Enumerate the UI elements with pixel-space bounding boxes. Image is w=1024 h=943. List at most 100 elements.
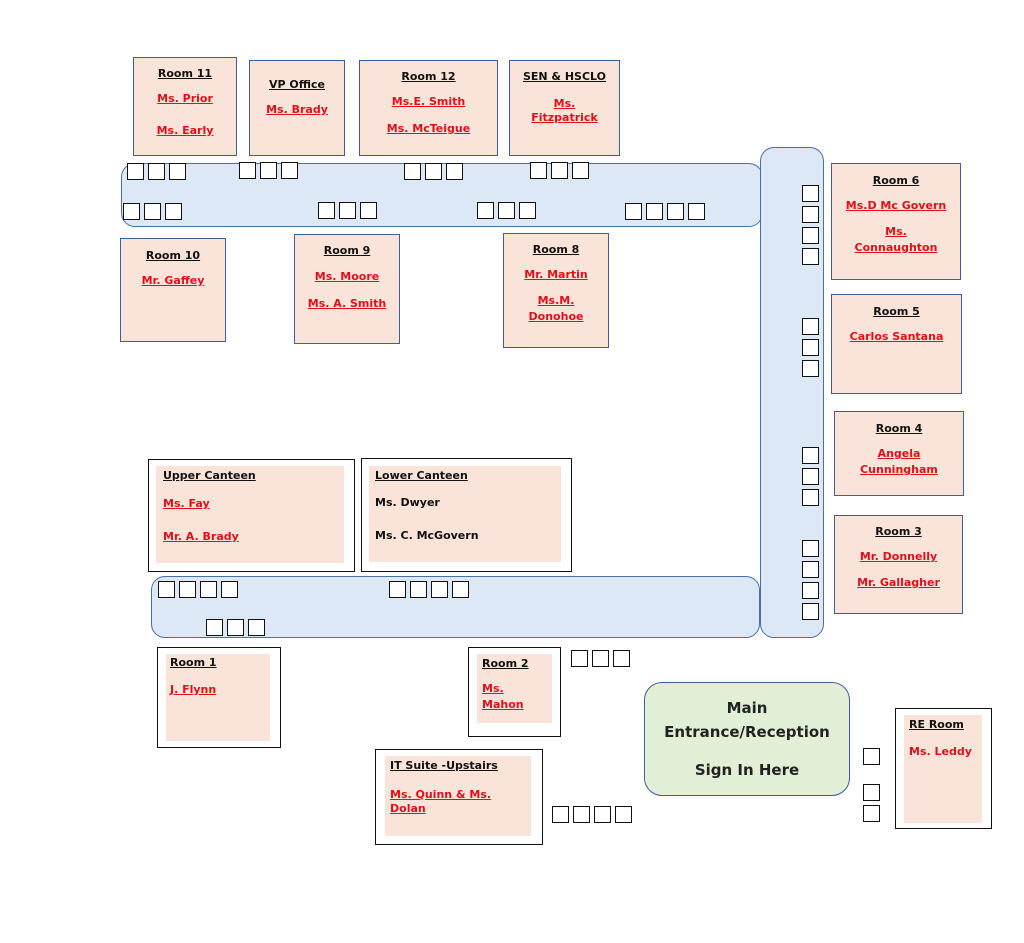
vp-office: VP Office Ms. Brady xyxy=(249,60,345,156)
door-marker xyxy=(646,203,663,220)
room-10: Room 10 Mr. Gaffey xyxy=(120,238,226,342)
reception-line-2: Entrance/Reception xyxy=(664,723,830,741)
teacher-name: Ms. Dwyer xyxy=(375,496,440,509)
room-title: Room 2 xyxy=(482,657,529,670)
door-marker xyxy=(446,163,463,180)
room-title: IT Suite -Upstairs xyxy=(390,759,498,772)
room-11: Room 11 Ms. Prior Ms. Early xyxy=(133,57,237,156)
door-marker xyxy=(802,206,819,223)
door-marker xyxy=(239,162,256,179)
teacher-name: Ms. Brady xyxy=(266,103,328,116)
teacher-name: Mr. A. Brady xyxy=(163,530,239,543)
door-marker xyxy=(625,203,642,220)
room-5: Room 5 Carlos Santana xyxy=(831,294,962,394)
room-title: Upper Canteen xyxy=(163,469,256,482)
door-marker xyxy=(158,581,175,598)
door-marker xyxy=(802,489,819,506)
door-marker xyxy=(200,581,217,598)
door-marker xyxy=(552,806,569,823)
main-reception: Main Entrance/Reception Sign In Here xyxy=(644,682,850,796)
door-marker xyxy=(169,163,186,180)
door-marker xyxy=(802,318,819,335)
teacher-name: Donohoe xyxy=(528,310,584,323)
room-title: SEN & HSCLO xyxy=(522,70,607,83)
teacher-name: Ms.D Mc Govern xyxy=(845,199,947,212)
door-marker xyxy=(281,162,298,179)
door-marker xyxy=(571,650,588,667)
teacher-name: Ms.M. xyxy=(537,294,575,307)
room-6: Room 6 Ms.D Mc Govern Ms. Connaughton xyxy=(831,163,961,280)
door-marker xyxy=(802,603,819,620)
room-9: Room 9 Ms. Moore Ms. A. Smith xyxy=(294,234,400,344)
room-title: Room 3 xyxy=(875,525,922,538)
room-title: Room 5 xyxy=(873,305,920,318)
upper-canteen: Upper Canteen Ms. Fay Mr. A. Brady xyxy=(148,459,355,572)
door-marker xyxy=(248,619,265,636)
teacher-name: Fitzpatrick xyxy=(531,111,598,124)
door-marker xyxy=(802,360,819,377)
room-title: Room 6 xyxy=(872,174,920,187)
room-title: Room 9 xyxy=(323,244,371,257)
reception-line-3: Sign In Here xyxy=(694,761,800,779)
re-room: RE Room Ms. Leddy xyxy=(895,708,992,829)
door-marker xyxy=(688,203,705,220)
teacher-name: Ms. xyxy=(885,225,907,238)
door-marker xyxy=(221,581,238,598)
door-marker xyxy=(530,162,547,179)
door-marker xyxy=(123,203,140,220)
door-marker xyxy=(404,163,421,180)
room-8: Room 8 Mr. Martin Ms.M. Donohoe xyxy=(503,233,609,348)
door-marker xyxy=(802,339,819,356)
it-suite: IT Suite -Upstairs Ms. Quinn & Ms. Dolan xyxy=(375,749,543,845)
teacher-name: Ms. C. McGovern xyxy=(375,529,479,542)
teacher-name: Ms. Leddy xyxy=(909,745,972,758)
door-marker xyxy=(144,203,161,220)
teacher-name: Cunningham xyxy=(860,463,938,476)
door-marker xyxy=(318,202,335,219)
room-2: Room 2 Ms. Mahon xyxy=(468,647,561,737)
door-marker xyxy=(498,202,515,219)
room-title: Room 12 xyxy=(401,70,456,83)
teacher-name: Mr. Gallagher xyxy=(857,576,940,589)
reception-line-1: Main xyxy=(726,699,768,717)
teacher-name: Ms. Quinn & Ms. Dolan xyxy=(390,788,492,815)
room-title: Room 10 xyxy=(145,249,201,262)
door-marker xyxy=(802,447,819,464)
room-12: Room 12 Ms.E. Smith Ms. McTeigue xyxy=(359,60,498,156)
door-marker xyxy=(802,185,819,202)
teacher-name: Ms. xyxy=(482,682,504,695)
room-title: Room 8 xyxy=(532,243,580,256)
door-marker xyxy=(410,581,427,598)
door-marker xyxy=(863,784,880,801)
top-corridor xyxy=(121,163,763,227)
room-3: Room 3 Mr. Donnelly Mr. Gallagher xyxy=(834,515,963,614)
door-marker xyxy=(260,162,277,179)
teacher-name: Mr. Donnelly xyxy=(859,550,938,563)
teacher-name: Ms. McTeigue xyxy=(386,122,471,135)
teacher-name: Ms. Fay xyxy=(163,497,210,510)
door-marker xyxy=(431,581,448,598)
teacher-name: Ms. A. Smith xyxy=(307,297,387,310)
door-marker xyxy=(615,806,632,823)
door-marker xyxy=(594,806,611,823)
teacher-name: Ms.E. Smith xyxy=(391,95,466,108)
door-marker xyxy=(227,619,244,636)
teacher-name: Mr. Martin xyxy=(524,268,588,281)
door-marker xyxy=(802,468,819,485)
room-title: Lower Canteen xyxy=(375,469,468,482)
teacher-name: Ms. Moore xyxy=(314,270,380,283)
teacher-name: Ms. Early xyxy=(156,124,214,137)
door-marker xyxy=(148,163,165,180)
door-marker xyxy=(572,162,589,179)
door-marker xyxy=(360,202,377,219)
teacher-name: J. Flynn xyxy=(170,683,217,696)
teacher-name: Mr. Gaffey xyxy=(141,274,205,287)
door-marker xyxy=(573,806,590,823)
room-4: Room 4 Angela Cunningham xyxy=(834,411,964,496)
door-marker xyxy=(863,748,880,765)
door-marker xyxy=(389,581,406,598)
room-title: RE Room xyxy=(909,718,964,731)
door-marker xyxy=(802,540,819,557)
teacher-name: Mahon xyxy=(482,698,524,711)
room-title: Room 4 xyxy=(875,422,923,435)
